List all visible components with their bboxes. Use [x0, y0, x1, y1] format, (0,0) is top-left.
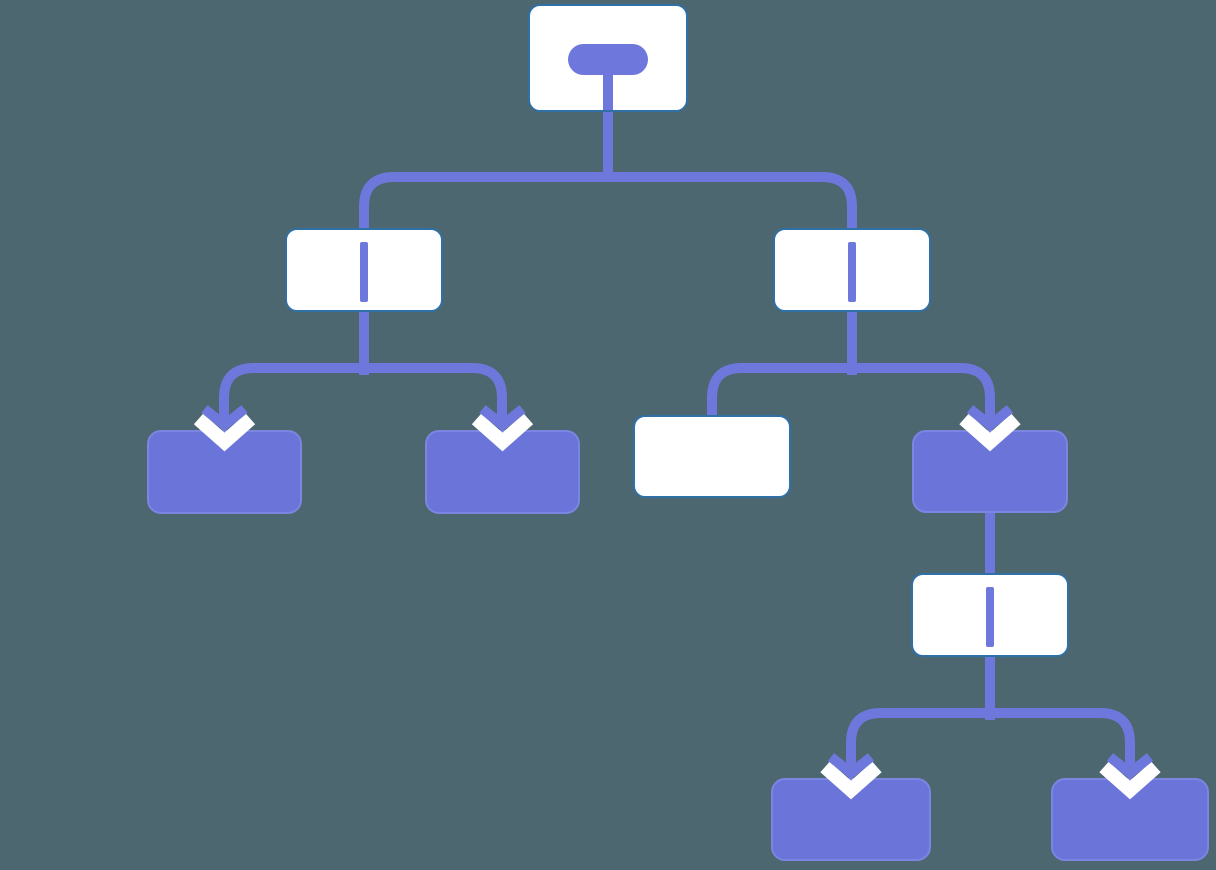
node-placeholder-right[interactable] [633, 415, 791, 498]
edge-branch-right-rail [707, 363, 995, 418]
node-branch-right[interactable] [773, 228, 931, 312]
pill-glyph [568, 44, 648, 75]
divider-line-glyph [986, 587, 994, 647]
node-branch-bottom[interactable] [911, 573, 1069, 657]
node-action-bottom-1[interactable] [771, 778, 931, 861]
node-action-bottom-2[interactable] [1051, 778, 1209, 861]
node-action-left-1[interactable] [147, 430, 302, 514]
divider-line-glyph [848, 242, 856, 302]
edge-root-rail [359, 172, 857, 228]
node-action-left-2[interactable] [425, 430, 580, 514]
divider-line-glyph [360, 242, 368, 302]
edge-branch-left-rail [219, 363, 507, 418]
edge-branch-bottom-rail [846, 708, 1135, 766]
node-action-right[interactable] [912, 430, 1068, 513]
node-root[interactable] [528, 4, 688, 112]
node-branch-left[interactable] [285, 228, 443, 312]
pill-stem-glyph [603, 72, 613, 110]
